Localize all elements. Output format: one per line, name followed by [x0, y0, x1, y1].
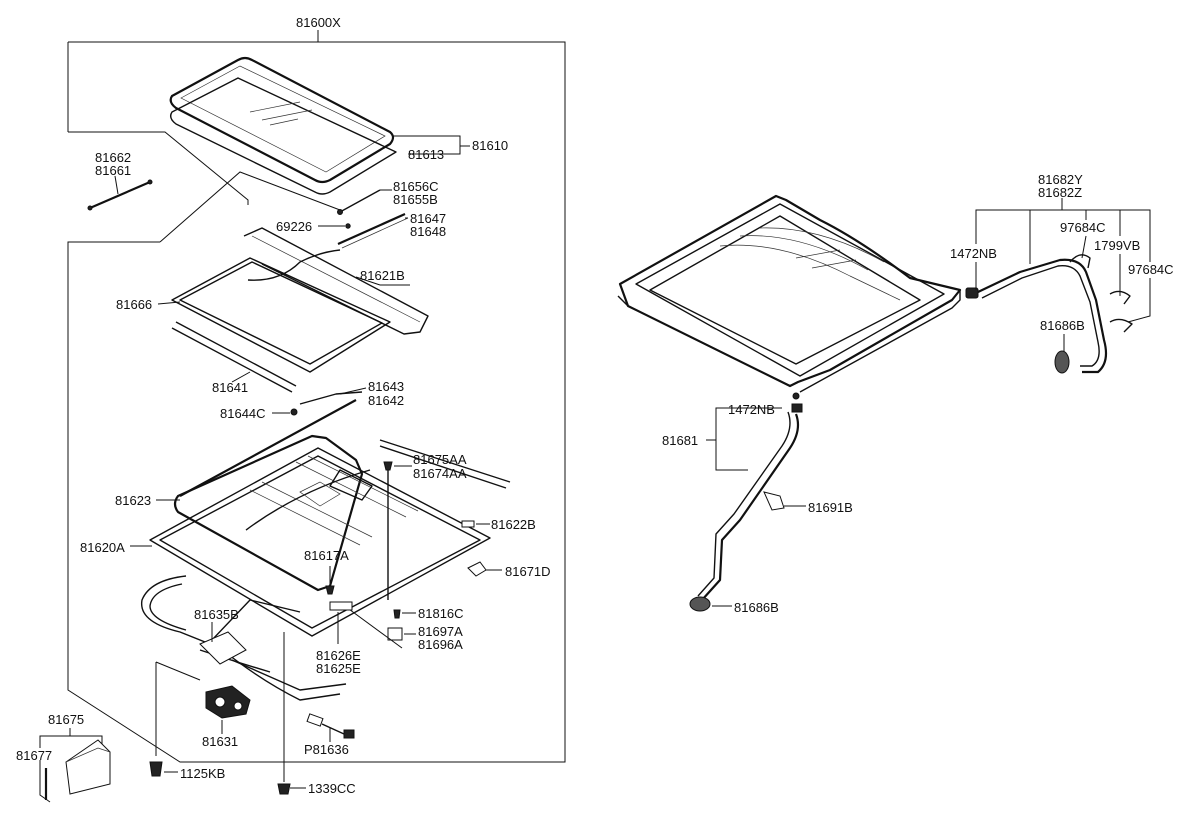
clip-81622b [461, 520, 475, 528]
label-81644c: 81644C [220, 406, 266, 421]
label-81641: 81641 [212, 380, 248, 395]
bolt-81617a [325, 566, 335, 595]
label-p81636: P81636 [304, 742, 349, 757]
label-81696a: 81696A [418, 637, 463, 652]
drain-hose-front [965, 254, 1133, 374]
tool-kit-81675 [39, 728, 111, 803]
label-97684c-right: 97684C [1128, 262, 1174, 277]
label-81677: 81677 [16, 748, 52, 763]
label-1472nb-top: 1472NB [950, 246, 997, 261]
roof-panel [617, 194, 962, 400]
motor-81631 [205, 685, 251, 719]
label-81675aa: 81675AA [413, 452, 467, 467]
deflector-81641 [171, 321, 297, 393]
label-81682y: 81682Y [1038, 172, 1083, 187]
bracket-81661 [87, 179, 153, 211]
bolt-81675aa [383, 461, 393, 600]
label-1799vb: 1799VB [1094, 238, 1140, 253]
label-81691b: 81691B [808, 500, 853, 515]
label-81617a: 81617A [304, 548, 349, 563]
bracket-81671d [467, 561, 487, 577]
label-81681: 81681 [662, 433, 698, 448]
label-81648: 81648 [410, 224, 446, 239]
harness-p81636 [306, 713, 355, 739]
label-81666: 81666 [116, 297, 152, 312]
label-81655b: 81655B [393, 192, 438, 207]
cable-guide-parts [337, 189, 409, 249]
label-81647: 81647 [410, 211, 446, 226]
label-81682z: 81682Z [1038, 185, 1082, 200]
assembly-boundary [67, 30, 566, 763]
label-81643: 81643 [368, 379, 404, 394]
nut-1339cc [277, 632, 291, 795]
label-81631: 81631 [202, 734, 238, 749]
leader-81610 [392, 135, 461, 155]
weatherstrip-81642 [179, 391, 363, 497]
label-81662: 81662 [95, 150, 131, 165]
bolt-1125kb [149, 661, 201, 777]
label-81671d: 81671D [505, 564, 551, 579]
label-81613: 81613 [408, 147, 444, 162]
label-1472nb-bottom: 1472NB [728, 402, 775, 417]
label-81621b: 81621B [360, 268, 405, 283]
label-69226: 69226 [276, 219, 312, 234]
label-81626e: 81626E [316, 648, 361, 663]
label-81610: 81610 [472, 138, 508, 153]
stopper-81626e [329, 601, 353, 611]
label-81697a: 81697A [418, 624, 463, 639]
label-81622b: 81622B [491, 517, 536, 532]
label-81661: 81661 [95, 163, 131, 178]
label-81686b-bottom: 81686B [734, 600, 779, 615]
label-81642: 81642 [368, 393, 404, 408]
label-81675: 81675 [48, 712, 84, 727]
label-81656c: 81656C [393, 179, 439, 194]
label-81600x: 81600X [296, 15, 341, 30]
label-81625e: 81625E [316, 661, 361, 676]
label-81816c: 81816C [418, 606, 464, 621]
label-81674aa: 81674AA [413, 466, 467, 481]
label-1125kb: 1125KB [180, 766, 225, 781]
label-81623: 81623 [115, 493, 151, 508]
glass-panel [169, 56, 397, 195]
label-81686b-top: 81686B [1040, 318, 1085, 333]
label-97684c-top: 97684C [1060, 220, 1106, 235]
sunshade-frame [171, 227, 429, 373]
label-1339cc: 1339CC [308, 781, 356, 796]
bracket-81697a [387, 609, 403, 641]
drive-cables [141, 575, 347, 701]
drain-hose-rear [689, 403, 803, 612]
label-81620a: 81620A [80, 540, 125, 555]
label-81635b: 81635B [194, 607, 239, 622]
